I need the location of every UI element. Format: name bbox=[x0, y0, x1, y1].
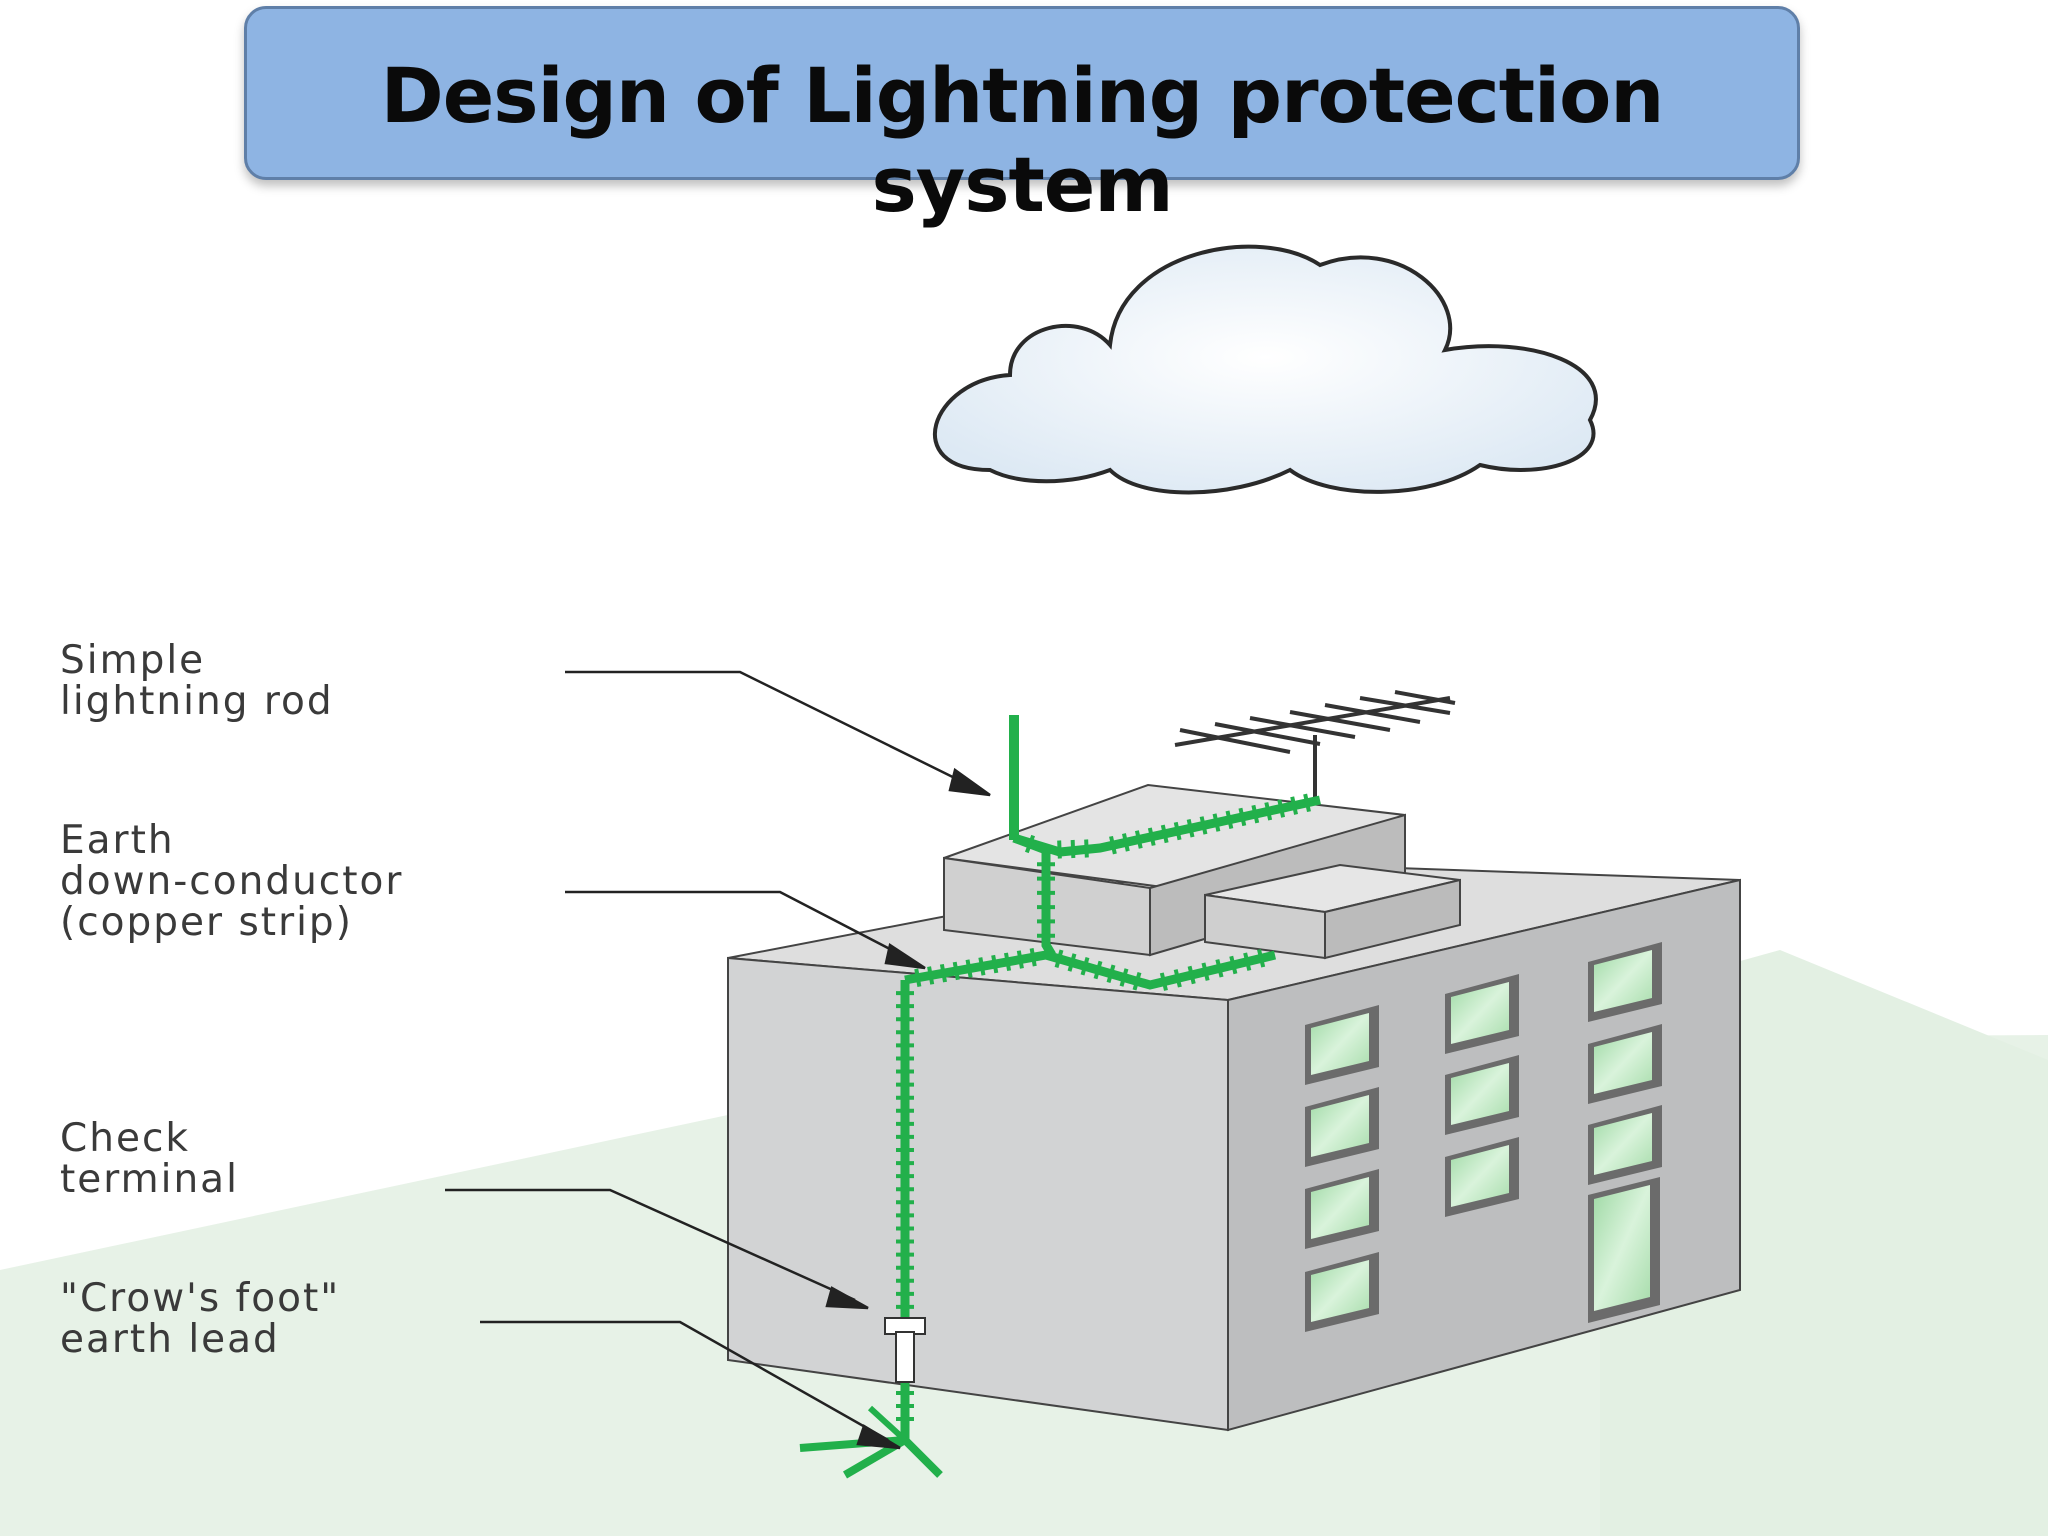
conductor-tick bbox=[978, 957, 986, 976]
arrow-head bbox=[948, 767, 991, 797]
conductor-tick bbox=[1054, 949, 1064, 968]
check-terminal bbox=[884, 1317, 926, 1383]
conductor-tick bbox=[1264, 802, 1273, 821]
window bbox=[1305, 1252, 1379, 1332]
conductor-tick bbox=[1257, 949, 1266, 968]
conductor-tick bbox=[1122, 833, 1130, 852]
conductor-tick bbox=[1070, 839, 1076, 859]
conductor-tick bbox=[1229, 955, 1238, 975]
conductor-tick bbox=[1132, 972, 1142, 991]
door bbox=[1588, 1177, 1660, 1323]
conductor-tick bbox=[1173, 969, 1182, 988]
conductor-tick bbox=[1119, 968, 1129, 987]
conductor-tick bbox=[1212, 813, 1221, 832]
arrow-head bbox=[856, 1424, 901, 1450]
conductor-tick bbox=[1080, 957, 1090, 976]
label-line: "Crow's foot" bbox=[60, 1276, 341, 1321]
label-line: terminal bbox=[60, 1157, 239, 1202]
arrow-head bbox=[884, 942, 926, 970]
conductor-tick bbox=[1093, 960, 1103, 980]
conductor-tick bbox=[1109, 835, 1117, 855]
window bbox=[1305, 1087, 1379, 1167]
conductor-tick bbox=[1277, 799, 1286, 818]
antenna bbox=[1174, 690, 1456, 798]
conductor-tick bbox=[1201, 962, 1210, 981]
title-banner: Design of Lightning protection system bbox=[244, 6, 1800, 229]
window bbox=[1305, 1169, 1379, 1249]
conductor-tick bbox=[1225, 810, 1234, 829]
conductor-tick bbox=[1159, 972, 1168, 991]
label-check-terminal: Check terminal bbox=[60, 1118, 239, 1200]
window bbox=[1588, 1024, 1662, 1104]
conductor-tick bbox=[1173, 821, 1182, 841]
label-line: earth lead bbox=[60, 1317, 280, 1362]
conductor-tick bbox=[927, 966, 935, 985]
conductor-tick bbox=[1186, 819, 1195, 838]
conductor-tick bbox=[1084, 839, 1089, 858]
window bbox=[1445, 974, 1519, 1054]
label-line: Simple bbox=[60, 638, 206, 683]
window bbox=[1588, 942, 1662, 1022]
conductor-tick bbox=[1134, 830, 1143, 849]
conductor-tick bbox=[1024, 834, 1036, 854]
conductor-tick bbox=[1303, 793, 1311, 813]
conductor-tick bbox=[991, 954, 999, 974]
arrow-head bbox=[825, 1286, 869, 1310]
conductor-tick bbox=[1029, 948, 1037, 967]
label-line: Check bbox=[60, 1116, 190, 1161]
conductor-tick bbox=[1243, 952, 1252, 971]
conductor-tick bbox=[914, 968, 922, 987]
conductor-tick bbox=[1147, 827, 1156, 846]
page-title: Design of Lightning protection system bbox=[380, 51, 1665, 229]
conductor-ticks bbox=[896, 793, 1311, 1421]
conductor-tick bbox=[1187, 965, 1196, 985]
windows bbox=[1305, 942, 1662, 1332]
conductor-tick bbox=[952, 961, 960, 981]
window bbox=[1305, 1005, 1379, 1085]
conductor-tick bbox=[1004, 952, 1012, 972]
conductor-tick bbox=[1251, 804, 1260, 824]
conductor-tick bbox=[939, 963, 947, 983]
label-line: (copper strip) bbox=[60, 900, 353, 945]
conductor-tick bbox=[1106, 964, 1116, 983]
label-earth-lead: "Crow's foot" earth lead bbox=[60, 1278, 340, 1360]
label-lightning-rod: Simple lightning rod bbox=[60, 640, 334, 722]
conductor-tick bbox=[1057, 840, 1062, 859]
conductor-tick bbox=[1290, 796, 1298, 815]
leader-lines bbox=[445, 670, 991, 1450]
conductor-tick bbox=[1215, 959, 1224, 978]
label-line: down-conductor bbox=[60, 859, 404, 904]
conductor-tick bbox=[1160, 824, 1169, 844]
cloud bbox=[932, 244, 1598, 495]
conductor-tick bbox=[965, 959, 973, 978]
label-line: Earth bbox=[60, 818, 175, 863]
conductor-tick bbox=[1238, 807, 1247, 827]
conductor-tick bbox=[1199, 816, 1208, 835]
label-line: lightning rod bbox=[60, 679, 334, 724]
conductor-tick bbox=[1016, 950, 1024, 969]
label-down-conductor: Earth down-conductor (copper strip) bbox=[60, 820, 403, 943]
window bbox=[1588, 1105, 1662, 1185]
window bbox=[1445, 1055, 1519, 1135]
conductor-tick bbox=[1067, 953, 1077, 972]
window bbox=[1445, 1137, 1519, 1217]
